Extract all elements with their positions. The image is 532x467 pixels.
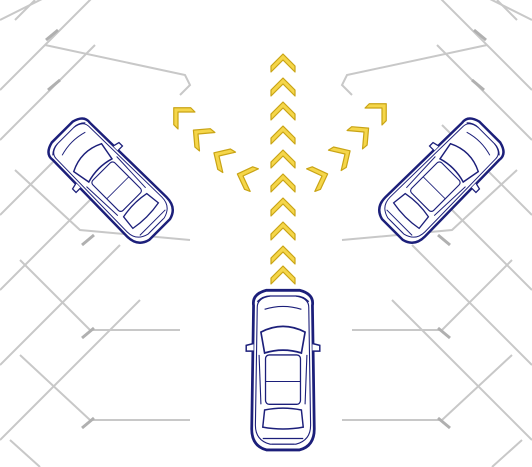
- arrow-path-straight: [270, 53, 296, 285]
- left-stall-markers: [45, 28, 95, 430]
- left-parking-stalls: [0, 0, 192, 467]
- parked-car-left-icon: [37, 107, 184, 254]
- arrow-path-left: [164, 98, 259, 192]
- moving-car-icon: [244, 288, 322, 452]
- arrow-path-right: [306, 94, 396, 192]
- right-parking-stalls: [340, 0, 532, 467]
